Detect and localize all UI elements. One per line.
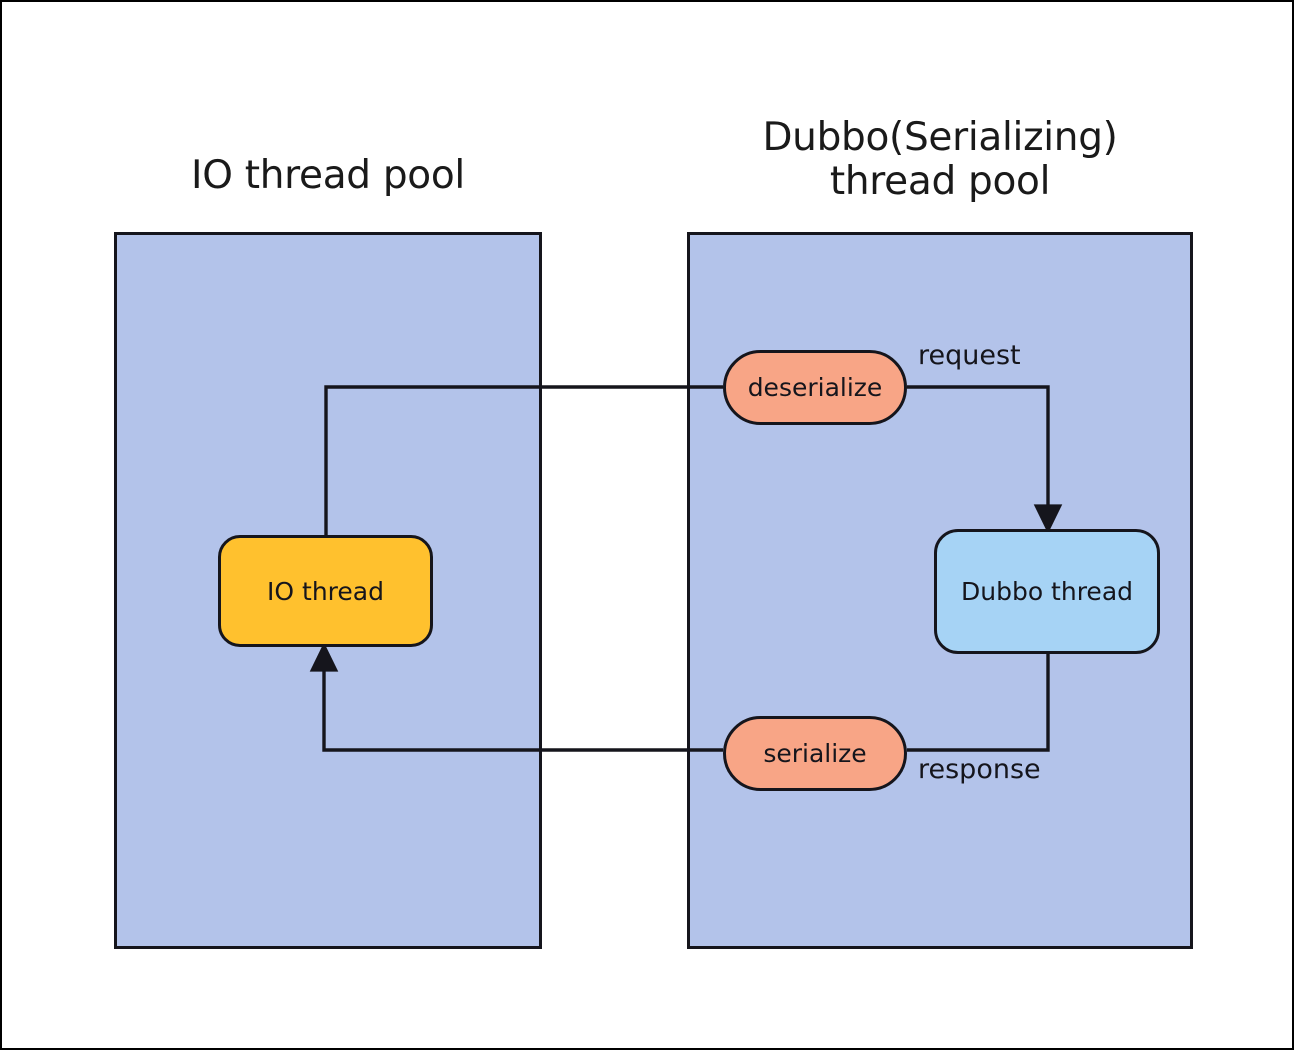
node-io-thread-label: IO thread (267, 576, 384, 606)
node-serialize[interactable]: serialize (723, 716, 907, 791)
node-deserialize[interactable]: deserialize (723, 350, 907, 425)
dubbo-thread-pool-title: Dubbo(Serializing) thread pool (762, 115, 1118, 204)
edge-label-response: response (918, 754, 1041, 785)
node-dubbo-thread[interactable]: Dubbo thread (934, 529, 1160, 654)
edge-label-request: request (918, 340, 1021, 371)
node-io-thread[interactable]: IO thread (218, 535, 433, 647)
node-dubbo-thread-label: Dubbo thread (960, 577, 1134, 606)
io-thread-pool-title: IO thread pool (191, 153, 465, 198)
node-serialize-label: serialize (763, 739, 867, 768)
node-deserialize-label: deserialize (747, 373, 883, 402)
